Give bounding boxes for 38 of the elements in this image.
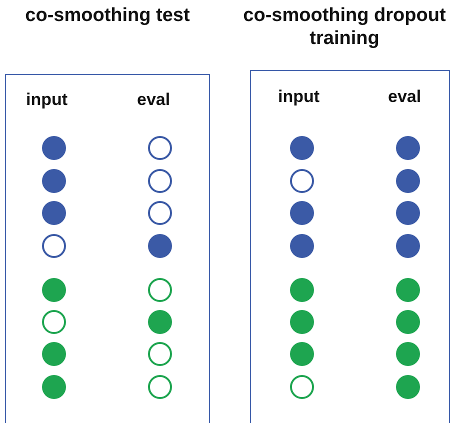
filled-circle	[41, 200, 67, 226]
panel-title: co-smoothing dropout training	[242, 4, 447, 50]
filled-circle	[289, 309, 315, 335]
hollow-circle	[147, 135, 173, 161]
column-header: input	[278, 87, 320, 107]
filled-circle	[41, 277, 67, 303]
filled-circle	[289, 277, 315, 303]
hollow-circle	[147, 200, 173, 226]
filled-circle	[147, 309, 173, 335]
hollow-circle	[289, 374, 315, 400]
column-header: eval	[388, 87, 422, 107]
filled-circle	[147, 233, 173, 259]
filled-circle	[395, 200, 421, 226]
filled-circle	[395, 277, 421, 303]
filled-circle	[41, 135, 67, 161]
filled-circle	[41, 374, 67, 400]
panel-title: co-smoothing test	[24, 4, 191, 27]
hollow-circle	[147, 277, 173, 303]
filled-circle	[41, 168, 67, 194]
filled-circle	[289, 200, 315, 226]
hollow-circle	[41, 233, 67, 259]
filled-circle	[395, 341, 421, 367]
hollow-circle	[147, 168, 173, 194]
hollow-circle	[289, 168, 315, 194]
filled-circle	[289, 135, 315, 161]
filled-circle	[395, 135, 421, 161]
hollow-circle	[147, 341, 173, 367]
filled-circle	[289, 341, 315, 367]
filled-circle	[395, 374, 421, 400]
filled-circle	[395, 309, 421, 335]
column-header: input	[26, 90, 68, 110]
filled-circle	[289, 233, 315, 259]
filled-circle	[41, 341, 67, 367]
filled-circle	[395, 168, 421, 194]
hollow-circle	[41, 309, 67, 335]
column-header: eval	[137, 90, 170, 110]
hollow-circle	[147, 374, 173, 400]
filled-circle	[395, 233, 421, 259]
